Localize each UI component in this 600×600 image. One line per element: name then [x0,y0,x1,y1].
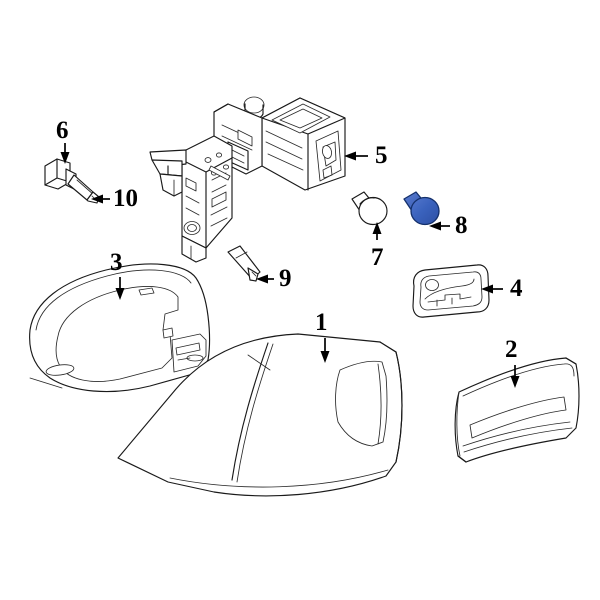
part-mirror-bracket-assembly [149,96,346,263]
part-mounting-bolt [44,158,100,204]
part-mirror-lower-trim [454,357,580,463]
part-bulb-white [351,191,388,226]
callout-leaders [60,143,520,388]
callout-label-8: 8 [455,212,468,239]
callout-label-7: 7 [371,244,384,271]
callout-label-1: 1 [315,309,328,336]
callout-label-3: 3 [110,249,123,276]
callout-label-5: 5 [375,142,388,169]
callout-label-10: 10 [113,185,138,212]
callout-label-9: 9 [279,265,292,292]
callout-label-2: 2 [505,336,518,363]
part-bulb-highlighted [403,191,440,226]
callout-label-4: 4 [510,275,523,302]
callout-label-6: 6 [56,117,69,144]
part-bulb-socket-pin [227,245,261,282]
part-mirror-seal-gasket [412,264,490,318]
part-mirror-back-cover [29,263,211,393]
part-mirror-housing-cover [117,333,403,497]
